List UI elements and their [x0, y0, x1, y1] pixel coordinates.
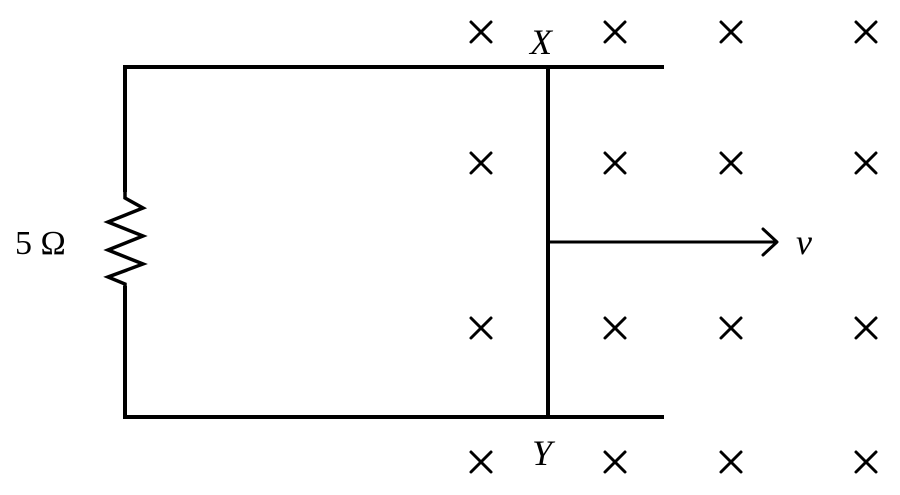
velocity-arrow-head	[761, 227, 779, 257]
field-cross-icon	[719, 316, 743, 340]
field-cross-icon	[469, 20, 493, 44]
field-cross-icon	[854, 20, 878, 44]
field-cross-icon	[469, 151, 493, 175]
field-cross-icon	[854, 450, 878, 474]
rod-top-label: X	[528, 22, 554, 62]
resistor-label: 5 Ω	[15, 225, 66, 262]
field-cross-icon	[719, 151, 743, 175]
field-cross-icon	[854, 151, 878, 175]
velocity-arrow	[546, 227, 779, 257]
field-cross-icon	[854, 316, 878, 340]
magnetic-field-into-page	[469, 20, 878, 474]
velocity-label: v	[796, 222, 812, 262]
field-cross-icon	[719, 450, 743, 474]
field-cross-icon	[719, 20, 743, 44]
field-cross-icon	[469, 450, 493, 474]
field-cross-icon	[603, 450, 627, 474]
rod-bottom-label: Y	[532, 433, 556, 473]
field-cross-icon	[603, 316, 627, 340]
resistor-symbol	[103, 190, 148, 288]
field-cross-icon	[603, 20, 627, 44]
field-cross-icon	[469, 316, 493, 340]
field-cross-icon	[603, 151, 627, 175]
